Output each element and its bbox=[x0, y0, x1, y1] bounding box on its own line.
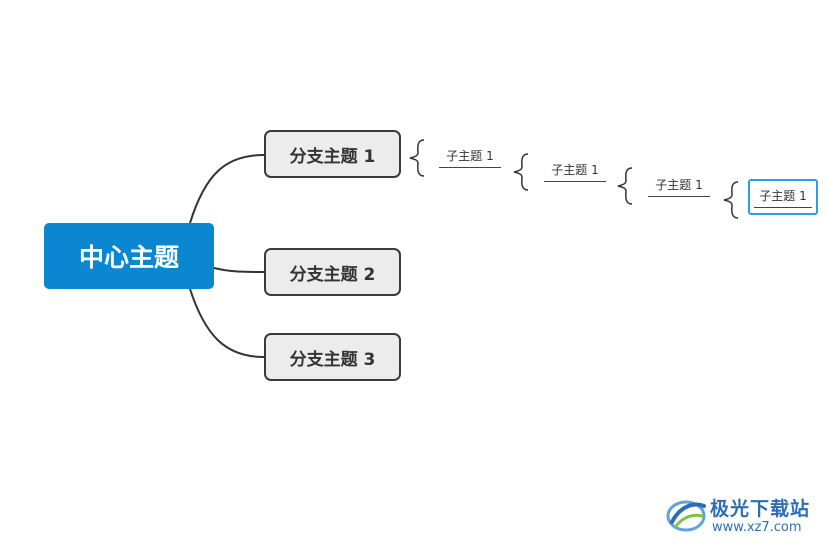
aurora-logo-icon bbox=[666, 500, 706, 532]
branch-topic-2[interactable]: 分支主题 2 bbox=[264, 248, 401, 296]
subtopic-2[interactable]: 子主题 1 bbox=[544, 161, 606, 182]
connector-branch-2 bbox=[213, 267, 265, 273]
brace-3 bbox=[617, 167, 633, 205]
central-topic[interactable]: 中心主题 bbox=[44, 223, 214, 289]
branch-topic-1[interactable]: 分支主题 1 bbox=[264, 130, 401, 178]
watermark-title: 极光下载站 bbox=[710, 498, 811, 520]
brace-4 bbox=[723, 181, 739, 219]
watermark-url: www.xz7.com bbox=[712, 520, 802, 535]
subtopic-3[interactable]: 子主题 1 bbox=[648, 176, 710, 197]
brace-1 bbox=[409, 139, 425, 177]
subtopic-1[interactable]: 子主题 1 bbox=[439, 147, 501, 168]
connector-branch-1 bbox=[189, 154, 265, 224]
subtopic-4-label: 子主题 1 bbox=[754, 187, 812, 208]
brace-2 bbox=[513, 153, 529, 191]
subtopic-4-selected[interactable]: 子主题 1 bbox=[748, 179, 818, 215]
watermark: 极光下载站 www.xz7.com bbox=[666, 492, 826, 540]
branch-topic-3[interactable]: 分支主题 3 bbox=[264, 333, 401, 381]
connector-branch-3 bbox=[189, 288, 265, 358]
